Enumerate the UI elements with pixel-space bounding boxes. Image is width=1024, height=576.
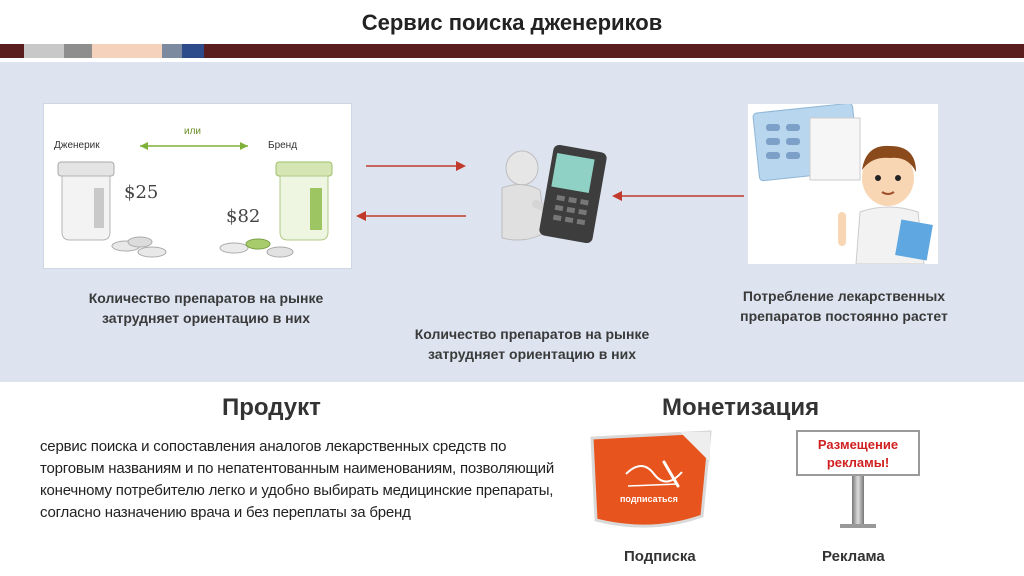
monetization-heading: Монетизация <box>662 394 820 421</box>
arrow-from-right <box>612 191 744 201</box>
generic-vs-brand-illustration: Дженерик или Бренд $25 $82 <box>43 103 352 269</box>
product-description: сервис поиска и сопоставления аналогов л… <box>40 438 554 521</box>
brand-price: $82 <box>226 206 261 227</box>
doctor-illustration <box>748 104 938 264</box>
ad-sign: Размещение рекламы! <box>796 430 920 530</box>
subscription-badge-text: подписаться <box>620 494 678 504</box>
ad-sign-base <box>840 524 876 528</box>
ad-sign-board: Размещение рекламы! <box>796 430 920 476</box>
subscription-label: Подписка <box>624 548 696 565</box>
generic-brand-drawing <box>57 142 333 258</box>
brand-label: Бренд <box>268 140 298 151</box>
header-stripe <box>0 44 1024 58</box>
caption-left: Количество препаратов на рынке затрудняе… <box>88 290 324 326</box>
ad-label: Реклама <box>822 548 885 565</box>
arrow-right <box>366 161 466 171</box>
caption-right: Потребление лекарственных препаратов пос… <box>740 288 948 324</box>
generic-price: $25 <box>124 182 159 203</box>
page-title: Сервис поиска дженериков <box>361 10 663 35</box>
product-heading: Продукт <box>222 394 321 421</box>
or-label: или <box>184 126 202 137</box>
subscription-badge: подписаться <box>582 424 722 532</box>
generic-label: Дженерик <box>54 140 100 151</box>
arrow-left <box>356 211 466 221</box>
caption-center: Количество препаратов на рынке затрудняе… <box>414 326 650 362</box>
phone-figure-illustration <box>501 144 607 244</box>
subscription-badge-icon <box>590 430 712 528</box>
ad-sign-pole <box>852 476 864 526</box>
